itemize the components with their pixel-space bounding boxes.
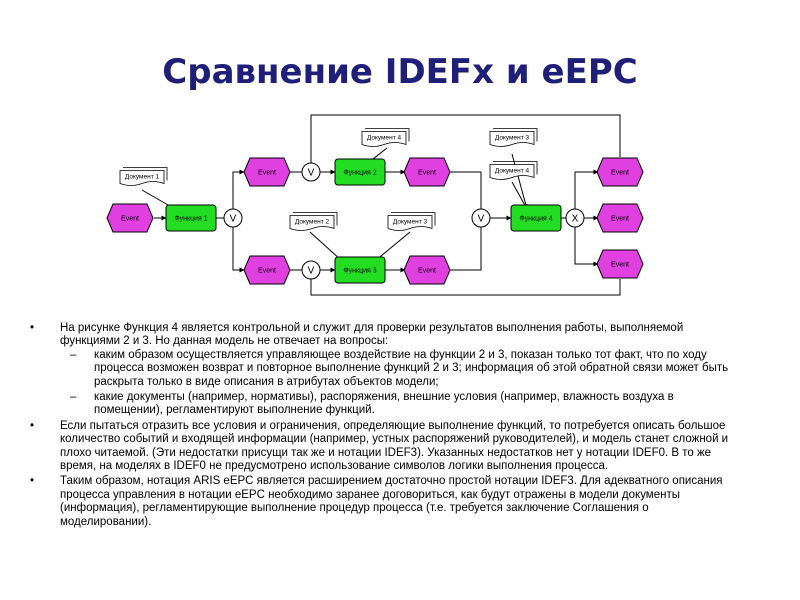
event-node: Event xyxy=(403,255,451,285)
functions: Функция 1 Функция 2 Функция 3 Функция 4 xyxy=(165,158,562,284)
function-label: Функция 1 xyxy=(174,216,207,223)
function-label: Функция 2 xyxy=(343,170,376,177)
bullet-item: • Если пытаться отразить все условия и о… xyxy=(30,420,735,474)
function-node: Функция 4 xyxy=(510,204,562,232)
bullet-text: Если пытаться отразить все условия и огр… xyxy=(60,419,729,473)
document-label: Документ 3 xyxy=(495,135,530,142)
bullet-marker: • xyxy=(30,322,35,334)
event-label: Event xyxy=(418,268,436,275)
document-node: Документ 3 xyxy=(489,128,538,147)
event-node: Event xyxy=(596,249,644,279)
sub-bullet-item: – каким образом осуществляется управляющ… xyxy=(30,349,735,389)
event-label: Event xyxy=(121,216,139,223)
event-label: Event xyxy=(611,216,629,223)
document-label: Документ 1 xyxy=(125,174,160,181)
event-label: Event xyxy=(611,262,629,269)
document-label: Документ 4 xyxy=(367,135,402,142)
operator-symbol: V xyxy=(308,168,315,179)
event-node: Event xyxy=(243,157,291,187)
bullet-list: • На рисунке Функция 4 является контроль… xyxy=(30,322,735,529)
or-operator: V xyxy=(301,162,321,182)
sub-bullet-item: – какие документы (например, нормативы),… xyxy=(30,391,735,418)
or-operator: V xyxy=(223,208,243,228)
document-node: Документ 4 xyxy=(489,161,538,180)
event-node: Event xyxy=(106,203,154,233)
operators: V V V V X xyxy=(223,162,585,280)
event-node: Event xyxy=(403,157,451,187)
bullet-marker: • xyxy=(30,419,35,432)
xor-operator: X xyxy=(565,208,585,228)
or-operator: V xyxy=(301,260,321,280)
document-node: Документ 2 xyxy=(289,212,338,231)
bullet-item: • Таким образом, нотация ARIS eEPC являе… xyxy=(30,475,735,529)
bullet-text: Таким образом, нотация ARIS eEPC являетс… xyxy=(60,475,723,528)
function-node: Функция 2 xyxy=(334,158,386,186)
documents: Документ 1 Документ 4 Документ 3 Документ 4… xyxy=(119,128,538,231)
operator-symbol: V xyxy=(308,266,315,277)
sub-bullet-text: каким образом осуществляется управляющее… xyxy=(94,348,729,388)
page-title: Сравнение IDEFx и eEPC xyxy=(162,52,638,92)
event-node: Event xyxy=(596,157,644,187)
document-label: Документ 3 xyxy=(393,219,428,226)
document-node: Документ 3 xyxy=(387,212,436,231)
bullet-item: • На рисунке Функция 4 является контроль… xyxy=(30,322,735,349)
event-label: Event xyxy=(258,170,276,177)
or-operator: V xyxy=(471,208,491,228)
event-label: Event xyxy=(258,268,276,275)
event-node: Event xyxy=(596,203,644,233)
event-node: Event xyxy=(243,255,291,285)
operator-symbol: X xyxy=(572,214,579,225)
document-node: Документ 4 xyxy=(361,128,410,147)
bullet-marker: • xyxy=(30,475,35,488)
event-label: Event xyxy=(418,170,436,177)
dash-marker: – xyxy=(70,391,77,404)
eepc-diagram: EventEventEventEventEventEventEventEvent… xyxy=(106,114,644,296)
dash-marker: – xyxy=(70,348,77,361)
operator-symbol: V xyxy=(478,214,485,225)
function-node: Функция 3 xyxy=(334,256,386,284)
bullet-text: На рисунке Функция 4 является контрольно… xyxy=(60,322,684,348)
function-node: Функция 1 xyxy=(165,204,217,232)
document-label: Документ 2 xyxy=(295,219,330,226)
document-node: Документ 1 xyxy=(119,167,168,186)
function-label: Функция 4 xyxy=(519,216,552,223)
function-label: Функция 3 xyxy=(343,268,376,275)
document-label: Документ 4 xyxy=(495,168,530,175)
event-label: Event xyxy=(611,170,629,177)
operator-symbol: V xyxy=(230,214,237,225)
sub-bullet-text: какие документы (например, нормативы), р… xyxy=(94,391,674,417)
